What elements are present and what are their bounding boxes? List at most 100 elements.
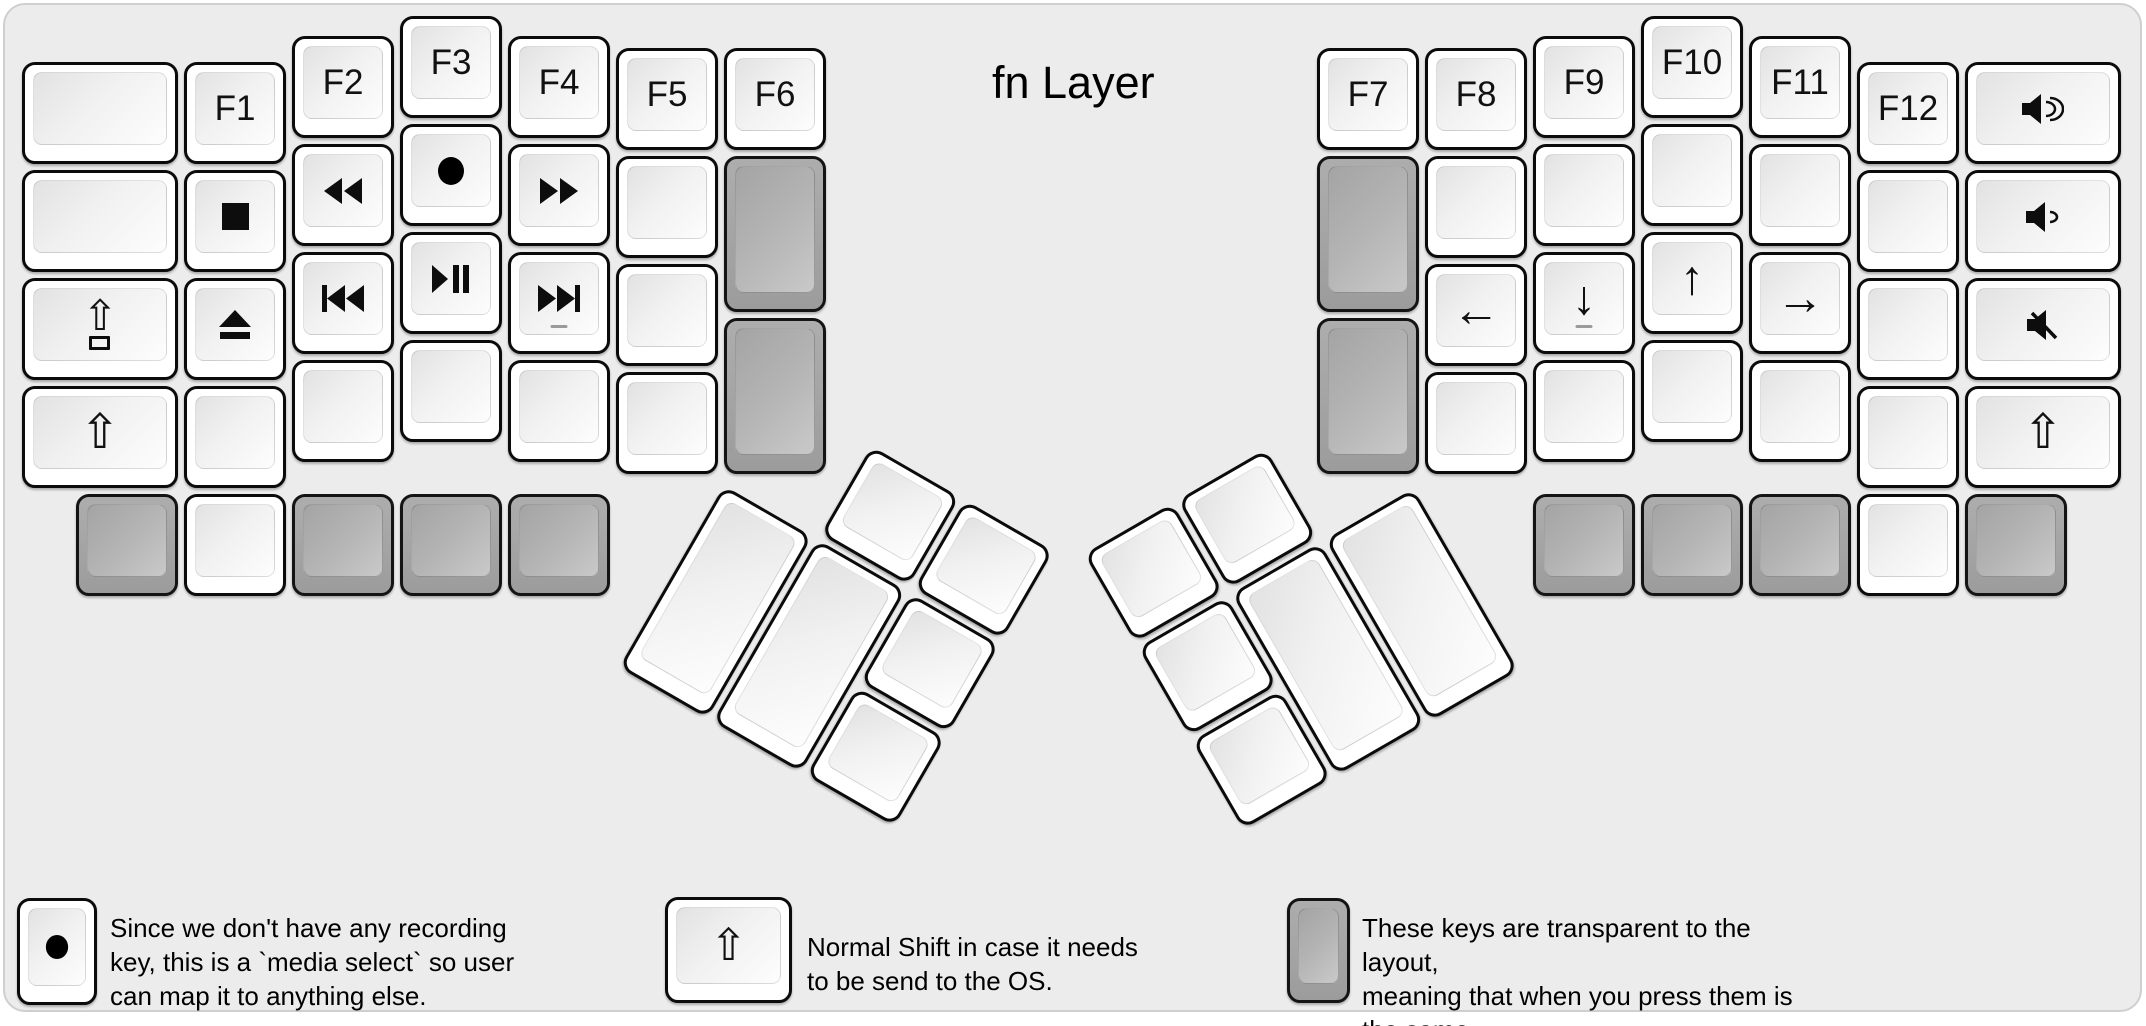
key-f7[interactable]: F7 <box>1317 48 1419 150</box>
keytop: F12 <box>1868 72 1948 145</box>
keytop <box>1652 134 1732 207</box>
key-blank[interactable] <box>616 156 718 258</box>
keytop <box>411 134 491 207</box>
key-blank[interactable] <box>1425 156 1527 258</box>
key-arrow-right[interactable]: → <box>1749 252 1851 354</box>
key-blank[interactable] <box>1857 386 1959 488</box>
key-blank[interactable] <box>1425 372 1527 474</box>
key-stop[interactable] <box>184 170 286 272</box>
keytop <box>411 350 491 423</box>
key-arrow-left[interactable]: ← <box>1425 264 1527 366</box>
caps-lock-icon: ⇧ <box>82 295 118 350</box>
keytop <box>1868 180 1948 253</box>
layer-title: fn Layer <box>992 57 1155 108</box>
keytop: F4 <box>519 46 599 119</box>
key-f10[interactable]: F10 <box>1641 16 1743 118</box>
key-blank[interactable] <box>616 372 718 474</box>
key-blank[interactable] <box>1641 340 1743 442</box>
key-transparent[interactable] <box>1965 494 2067 596</box>
keytop: ⇧ <box>676 907 781 984</box>
key-fast-forward[interactable] <box>508 144 610 246</box>
key-volume-down[interactable] <box>1965 170 2121 272</box>
key-transparent[interactable] <box>1317 318 1419 474</box>
key-f4[interactable]: F4 <box>508 36 610 138</box>
keytop <box>1436 166 1516 239</box>
key-next-track[interactable] <box>508 252 610 354</box>
key-f11[interactable]: F11 <box>1749 36 1851 138</box>
keytop: F3 <box>411 26 491 99</box>
key-arrow-down[interactable]: ↓ <box>1533 252 1635 354</box>
keytop: ⇧ <box>1976 396 2110 469</box>
key-blank[interactable] <box>184 494 286 596</box>
key-transparent[interactable] <box>1641 494 1743 596</box>
key-arrow-up[interactable]: ↑ <box>1641 232 1743 334</box>
key-blank[interactable] <box>508 360 610 462</box>
keytop: F8 <box>1436 58 1516 131</box>
key-shift-left[interactable]: ⇧ <box>22 386 178 488</box>
keytop <box>627 382 707 455</box>
keytop <box>1868 288 1948 361</box>
key-transparent[interactable] <box>400 494 502 596</box>
keytop <box>1760 370 1840 443</box>
key-blank[interactable] <box>1533 360 1635 462</box>
keytop <box>1152 610 1259 714</box>
key-caps-lock[interactable]: ⇧ <box>22 278 178 380</box>
key-blank[interactable] <box>22 62 178 164</box>
key-blank[interactable] <box>400 340 502 442</box>
key-transparent[interactable] <box>292 494 394 596</box>
key-transparent[interactable] <box>724 156 826 312</box>
key-volume-up[interactable] <box>1965 62 2121 164</box>
key-blank[interactable] <box>1749 360 1851 462</box>
key-transparent[interactable] <box>1317 156 1419 312</box>
key-blank[interactable] <box>292 360 394 462</box>
keytop: F11 <box>1760 46 1840 119</box>
keytop <box>195 396 275 469</box>
key-prev-track[interactable] <box>292 252 394 354</box>
key-rewind[interactable] <box>292 144 394 246</box>
key-eject[interactable] <box>184 278 286 380</box>
key-label: F1 <box>214 89 256 128</box>
keytop <box>1760 154 1840 227</box>
key-f12[interactable]: F12 <box>1857 62 1959 164</box>
key-transparent[interactable] <box>76 494 178 596</box>
key-blank[interactable] <box>1641 124 1743 226</box>
key-transparent[interactable] <box>1533 494 1635 596</box>
keytop: F5 <box>627 58 707 131</box>
key-transparent[interactable] <box>1749 494 1851 596</box>
key-f8[interactable]: F8 <box>1425 48 1527 150</box>
keytop <box>195 288 275 361</box>
key-volume-mute[interactable] <box>1965 278 2121 380</box>
key-label: F5 <box>646 75 688 114</box>
key-blank[interactable] <box>1857 494 1959 596</box>
key-label: F12 <box>1877 89 1939 128</box>
key-f3[interactable]: F3 <box>400 16 502 118</box>
keytop <box>1652 504 1732 577</box>
key-f1[interactable]: F1 <box>184 62 286 164</box>
key-transparent[interactable] <box>508 494 610 596</box>
keytop <box>303 504 383 577</box>
key-blank[interactable] <box>616 264 718 366</box>
key-shift-right[interactable]: ⇧ <box>1965 386 2121 488</box>
key-blank[interactable] <box>1857 170 1959 272</box>
key-blank[interactable] <box>1533 144 1635 246</box>
key-f5[interactable]: F5 <box>616 48 718 150</box>
key-play-pause[interactable] <box>400 232 502 334</box>
sample-shift-icon: ⇧ <box>665 897 792 1003</box>
key-record[interactable] <box>400 124 502 226</box>
key-transparent[interactable] <box>724 318 826 474</box>
keytop: F9 <box>1544 46 1624 119</box>
key-f2[interactable]: F2 <box>292 36 394 138</box>
keytop <box>1328 166 1408 293</box>
keytop: ← <box>1436 274 1516 347</box>
key-blank[interactable] <box>1749 144 1851 246</box>
keytop: F7 <box>1328 58 1408 131</box>
key-blank[interactable] <box>22 170 178 272</box>
keytop <box>735 166 815 293</box>
key-f6[interactable]: F6 <box>724 48 826 150</box>
key-f9[interactable]: F9 <box>1533 36 1635 138</box>
key-blank[interactable] <box>184 386 286 488</box>
keytop <box>28 908 86 986</box>
key-blank[interactable] <box>1857 278 1959 380</box>
keytop: ↓ <box>1544 262 1624 335</box>
